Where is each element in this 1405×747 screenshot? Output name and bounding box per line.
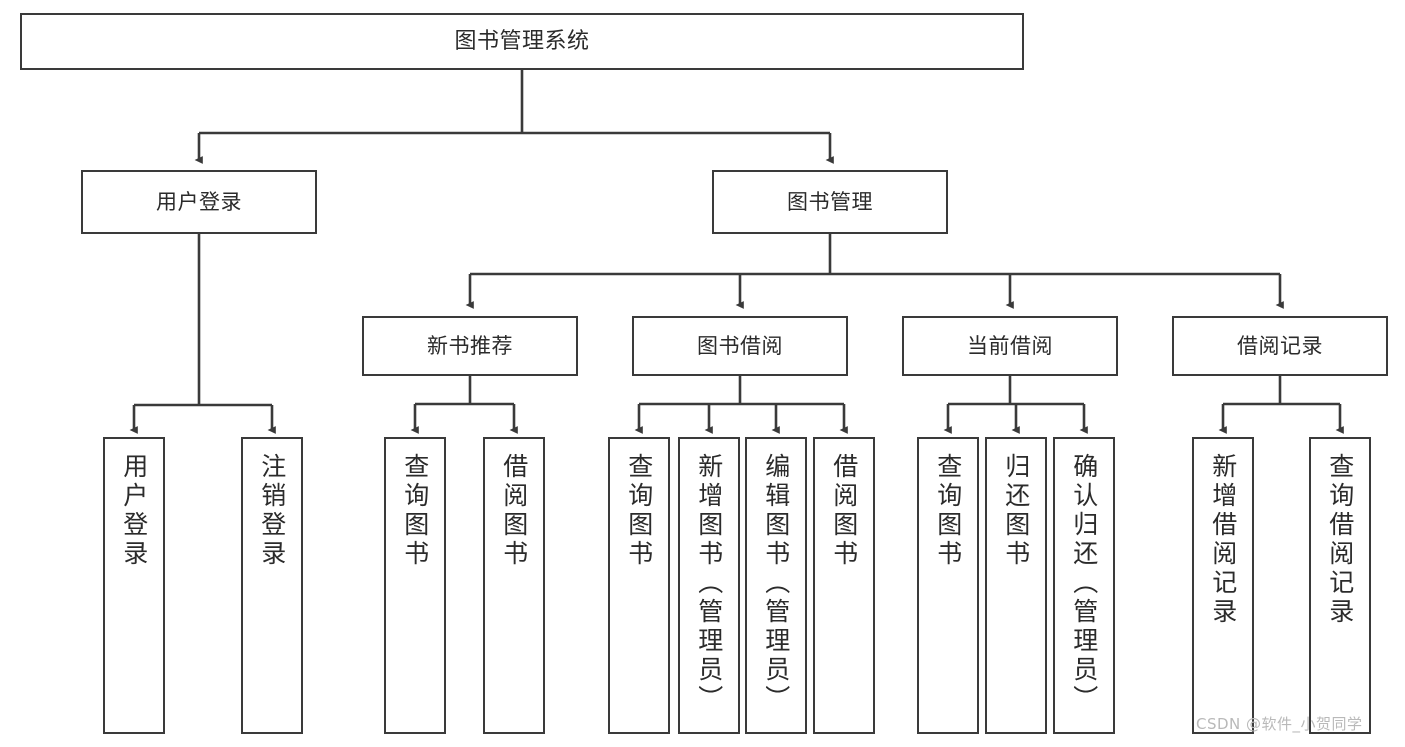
leaf-edit-book-admin[interactable]: 编辑图书（管理员） [745, 437, 807, 734]
leaf-return-book[interactable]: 归还图书 [985, 437, 1047, 734]
node-label: 新增图书（管理员） [694, 453, 724, 714]
node-label: 查询图书 [624, 453, 654, 569]
node-label: 归还图书 [1001, 453, 1031, 569]
node-label: 当前借阅 [967, 333, 1053, 358]
leaf-borrow-book[interactable]: 借阅图书 [813, 437, 875, 734]
leaf-query-borrow-record[interactable]: 查询借阅记录 [1309, 437, 1371, 734]
node-borrow-record[interactable]: 借阅记录 [1172, 316, 1388, 376]
node-label: 注销登录 [257, 453, 287, 569]
node-label: 查询图书 [400, 453, 430, 569]
node-label: 图书管理系统 [454, 28, 590, 54]
node-label: 新书推荐 [427, 333, 513, 358]
node-new-book-recommend[interactable]: 新书推荐 [362, 316, 578, 376]
node-label: 借阅记录 [1237, 333, 1323, 358]
node-label: 编辑图书（管理员） [761, 453, 791, 714]
leaf-user-login[interactable]: 用户登录 [103, 437, 165, 734]
watermark: CSDN @软件_小贺同学 [1196, 715, 1363, 733]
leaf-logout[interactable]: 注销登录 [241, 437, 303, 734]
leaf-confirm-return-admin[interactable]: 确认归还（管理员） [1053, 437, 1115, 734]
node-label: 新增借阅记录 [1208, 453, 1238, 627]
node-current-borrow[interactable]: 当前借阅 [902, 316, 1118, 376]
leaf-borrow-book-recommend[interactable]: 借阅图书 [483, 437, 545, 734]
leaf-query-book-current[interactable]: 查询图书 [917, 437, 979, 734]
node-book-management[interactable]: 图书管理 [712, 170, 948, 234]
leaf-add-book-admin[interactable]: 新增图书（管理员） [678, 437, 740, 734]
node-label: 借阅图书 [829, 453, 859, 569]
leaf-add-borrow-record[interactable]: 新增借阅记录 [1192, 437, 1254, 734]
node-book-borrow[interactable]: 图书借阅 [632, 316, 848, 376]
leaf-query-book-borrow[interactable]: 查询图书 [608, 437, 670, 734]
node-label: 图书借阅 [697, 333, 783, 358]
node-label: 用户登录 [119, 453, 149, 569]
node-root-system[interactable]: 图书管理系统 [20, 13, 1024, 70]
node-label: 图书管理 [787, 189, 873, 214]
node-label: 查询借阅记录 [1325, 453, 1355, 627]
node-label: 查询图书 [933, 453, 963, 569]
node-user-login[interactable]: 用户登录 [81, 170, 317, 234]
leaf-query-book-recommend[interactable]: 查询图书 [384, 437, 446, 734]
node-label: 借阅图书 [499, 453, 529, 569]
node-label: 确认归还（管理员） [1069, 453, 1099, 714]
node-label: 用户登录 [156, 189, 242, 214]
